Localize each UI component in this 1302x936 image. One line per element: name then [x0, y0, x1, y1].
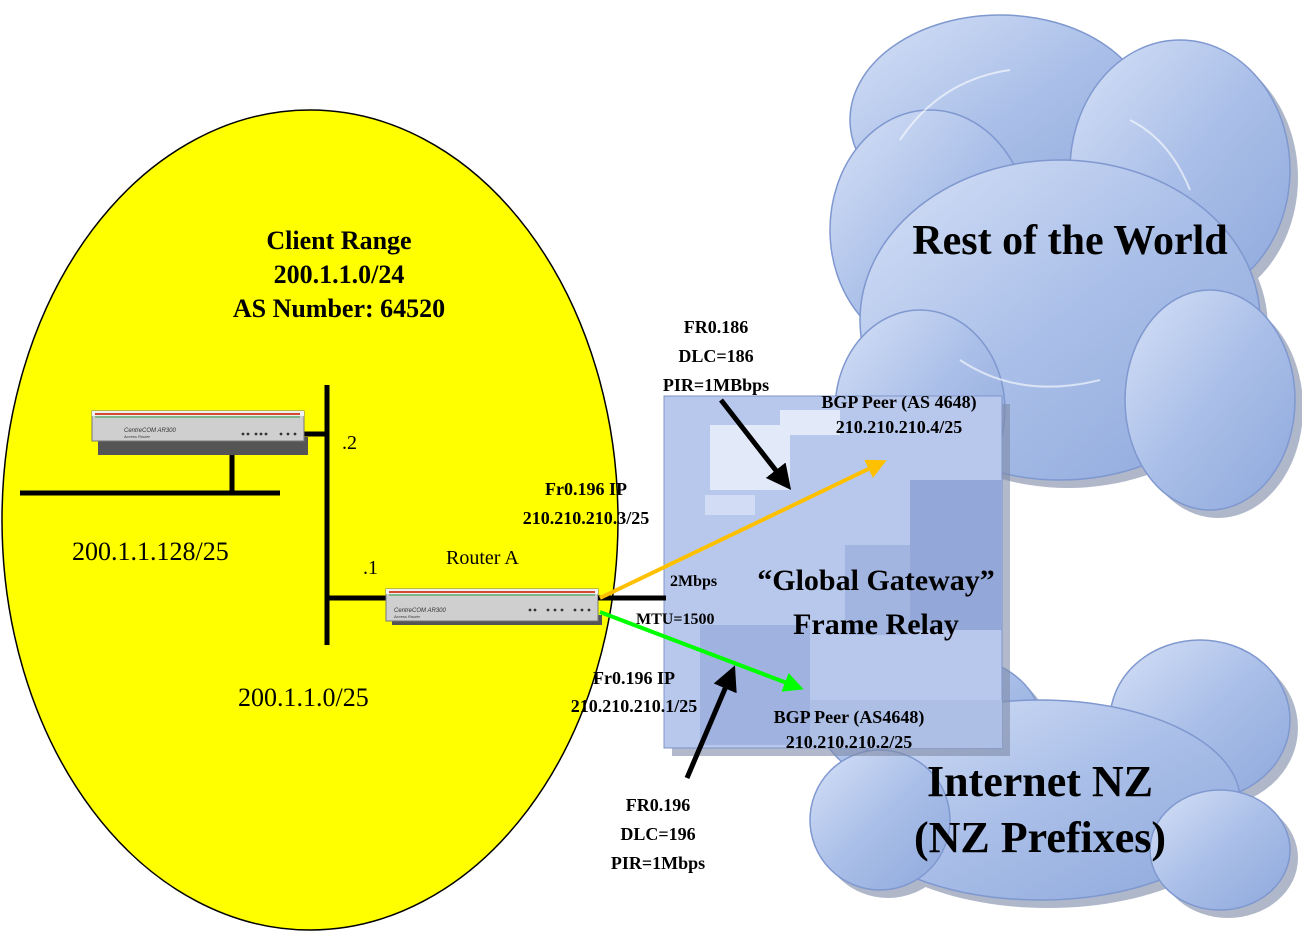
- svg-text:BGP Peer (AS4648): BGP Peer (AS4648): [774, 707, 925, 728]
- svg-text:PIR=1MBbps: PIR=1MBbps: [663, 375, 769, 395]
- svg-text:FR0.186: FR0.186: [684, 317, 749, 337]
- svg-text:210.210.210.1/25: 210.210.210.1/25: [571, 696, 698, 716]
- frame-relay-speed: 2Mbps: [670, 573, 717, 590]
- svg-text:CentreCOM AR300: CentreCOM AR300: [394, 608, 446, 614]
- cloud-world-label: Rest of the World: [912, 218, 1227, 264]
- svg-text:Fr0.196 IP: Fr0.196 IP: [545, 479, 627, 499]
- svg-text:CentreCOM AR300: CentreCOM AR300: [124, 428, 176, 434]
- cloud-nz-label: Internet NZ (NZ Prefixes): [914, 757, 1166, 862]
- router-a-icon: CentreCOM AR300 Access Router: [385, 588, 602, 625]
- upper-lan-subnet: 200.1.1.128/25: [72, 537, 229, 566]
- fr-ip-upper-label: Fr0.196 IP 210.210.210.3/25: [523, 479, 650, 528]
- pvc-196-pointer-arrow: [684, 665, 737, 779]
- svg-text:(NZ Prefixes): (NZ Prefixes): [914, 813, 1166, 862]
- client-as-number: AS Number: 64520: [233, 294, 445, 323]
- svg-text:Frame Relay: Frame Relay: [793, 608, 959, 641]
- svg-text:BGP Peer (AS 4648): BGP Peer (AS 4648): [821, 392, 976, 413]
- svg-text:210.210.210.4/25: 210.210.210.4/25: [836, 417, 963, 437]
- client-range: 200.1.1.0/24: [274, 260, 405, 289]
- frame-relay-name: “Global Gateway” Frame Relay: [757, 564, 995, 641]
- frame-relay-mtu: MTU=1500: [636, 611, 714, 628]
- bgp-peer-lower-label: BGP Peer (AS4648) 210.210.210.2/25: [774, 707, 925, 752]
- svg-text:Internet NZ: Internet NZ: [927, 757, 1153, 806]
- bgp-peer-upper-label: BGP Peer (AS 4648) 210.210.210.4/25: [821, 392, 976, 437]
- router-a-ip: .1: [363, 557, 378, 579]
- client-title: Client Range: [266, 226, 411, 255]
- router-upper-icon: CentreCOM AR300 Access Router: [91, 410, 308, 455]
- pvc-196-label: FR0.196 DLC=196 PIR=1Mbps: [611, 795, 705, 873]
- svg-text:DLC=196: DLC=196: [620, 824, 695, 844]
- pvc-link-lower: [599, 610, 804, 692]
- svg-text:PIR=1Mbps: PIR=1Mbps: [611, 853, 705, 873]
- svg-text:210.210.210.3/25: 210.210.210.3/25: [523, 508, 650, 528]
- client-range-area: [1, 109, 619, 931]
- svg-text:“Global Gateway”: “Global Gateway”: [757, 564, 995, 597]
- svg-text:Fr0.196 IP: Fr0.196 IP: [593, 668, 675, 688]
- svg-text:Access Router: Access Router: [393, 614, 421, 619]
- pvc-186-label: FR0.186 DLC=186 PIR=1MBbps: [663, 317, 769, 395]
- svg-text:Access Router: Access Router: [123, 434, 151, 439]
- fr-ip-lower-label: Fr0.196 IP 210.210.210.1/25: [571, 668, 698, 716]
- pvc-186-pointer-arrow: [719, 398, 792, 490]
- router-a-label: Router A: [446, 547, 519, 569]
- lower-lan-subnet: 200.1.1.0/25: [238, 683, 369, 712]
- svg-text:210.210.210.2/25: 210.210.210.2/25: [786, 732, 913, 752]
- pvc-link-upper: [599, 459, 887, 600]
- upper-router-ip: .2: [342, 432, 357, 454]
- svg-text:DLC=186: DLC=186: [678, 346, 753, 366]
- client-label-group: Client Range 200.1.1.0/24 AS Number: 645…: [233, 226, 445, 323]
- svg-text:FR0.196: FR0.196: [626, 795, 691, 815]
